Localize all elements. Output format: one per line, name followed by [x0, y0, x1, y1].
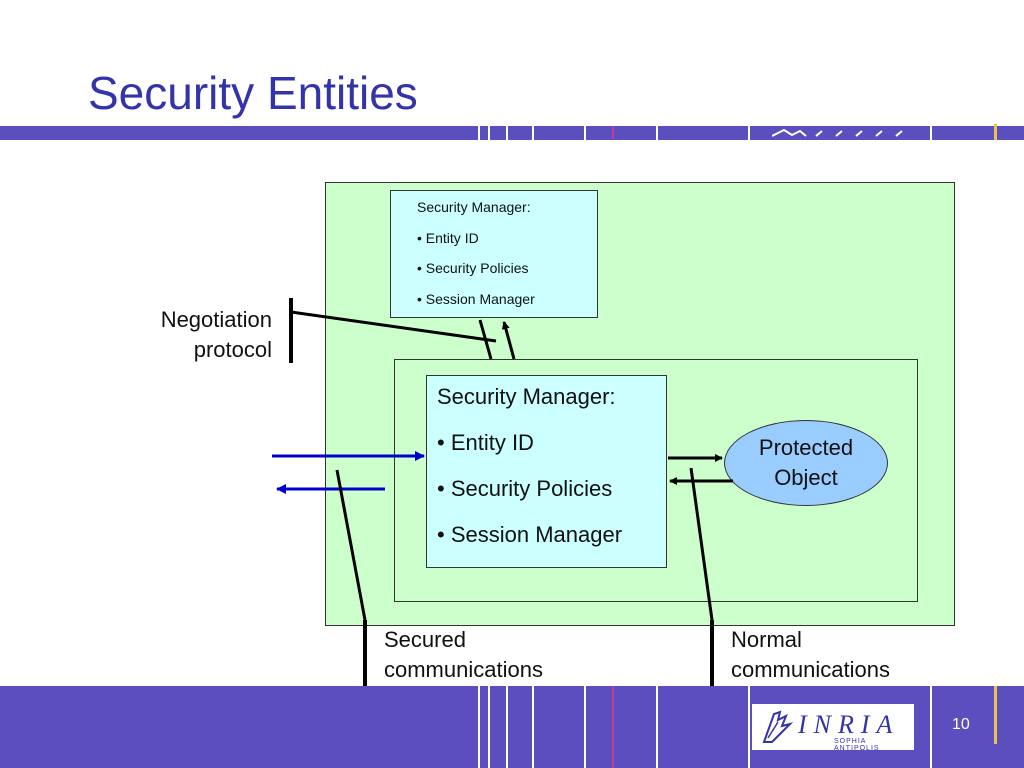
secured-communications-label: Secured communications: [384, 625, 543, 685]
band-divider: [506, 126, 508, 140]
label-line: Normal: [731, 627, 802, 652]
slide-number: 10: [952, 716, 970, 733]
band-divider: [612, 126, 614, 140]
security-manager-heading: Security Manager:: [437, 384, 616, 409]
security-manager-box-large: Security Manager: • Entity ID • Security…: [426, 375, 667, 568]
band-divider: [478, 126, 480, 140]
security-manager-item: • Entity ID: [437, 430, 534, 455]
band-divider: [748, 126, 750, 140]
protected-object-label: Object: [774, 465, 838, 490]
band-divider: [478, 686, 480, 768]
security-manager-item: • Security Policies: [417, 260, 529, 276]
security-manager-item: • Session Manager: [437, 522, 623, 547]
security-manager-item: • Session Manager: [417, 290, 535, 307]
manager-link-arrow: [501, 321, 516, 360]
label-line: protocol: [193, 337, 272, 362]
label-line: communications: [731, 657, 890, 682]
protected-object-ellipse: Protected Object: [724, 420, 888, 506]
normal-pointer: [689, 467, 714, 621]
band-divider: [506, 686, 508, 768]
inria-horse-icon: [762, 710, 794, 743]
band-divider: [748, 686, 750, 768]
security-manager-item: • Security Policies: [437, 476, 613, 501]
inria-logo: INRIA SOPHIA ANTIPOLIS: [752, 704, 914, 752]
band-divider: [930, 686, 932, 768]
inria-small-logo: [772, 128, 903, 137]
band-divider: [584, 686, 586, 768]
band-divider: [656, 686, 658, 768]
label-line: communications: [384, 657, 543, 682]
security-manager-item: • Entity ID: [417, 229, 479, 246]
negotiation-protocol-label: Negotiation protocol: [120, 305, 272, 365]
manager-link-up: [478, 319, 493, 360]
security-manager-heading: Security Manager:: [417, 199, 531, 215]
band-divider: [488, 126, 490, 140]
band-divider: [612, 686, 614, 768]
slide-title: Security Entities: [88, 67, 418, 119]
band-divider: [532, 126, 534, 140]
band-divider: [584, 126, 586, 140]
inria-logo-text: INRIA: [798, 710, 900, 739]
protected-object-label: Protected: [758, 435, 854, 460]
inria-logo-subtitle: SOPHIA ANTIPOLIS: [834, 738, 880, 752]
label-line: Negotiation: [160, 307, 272, 332]
band-divider: [488, 686, 490, 768]
normal-communications-label: Normal communications: [731, 625, 890, 685]
label-line: Secured: [384, 627, 466, 652]
negotiation-pointer: [290, 310, 497, 343]
band-divider: [532, 686, 534, 768]
band-divider: [994, 124, 997, 140]
band-divider: [656, 126, 658, 140]
security-manager-box-small: Security Manager: • Entity ID • Security…: [390, 190, 598, 318]
band-divider: [930, 126, 932, 140]
top-band: [0, 126, 1024, 140]
secured-pointer: [335, 469, 367, 621]
band-divider: [994, 686, 997, 744]
